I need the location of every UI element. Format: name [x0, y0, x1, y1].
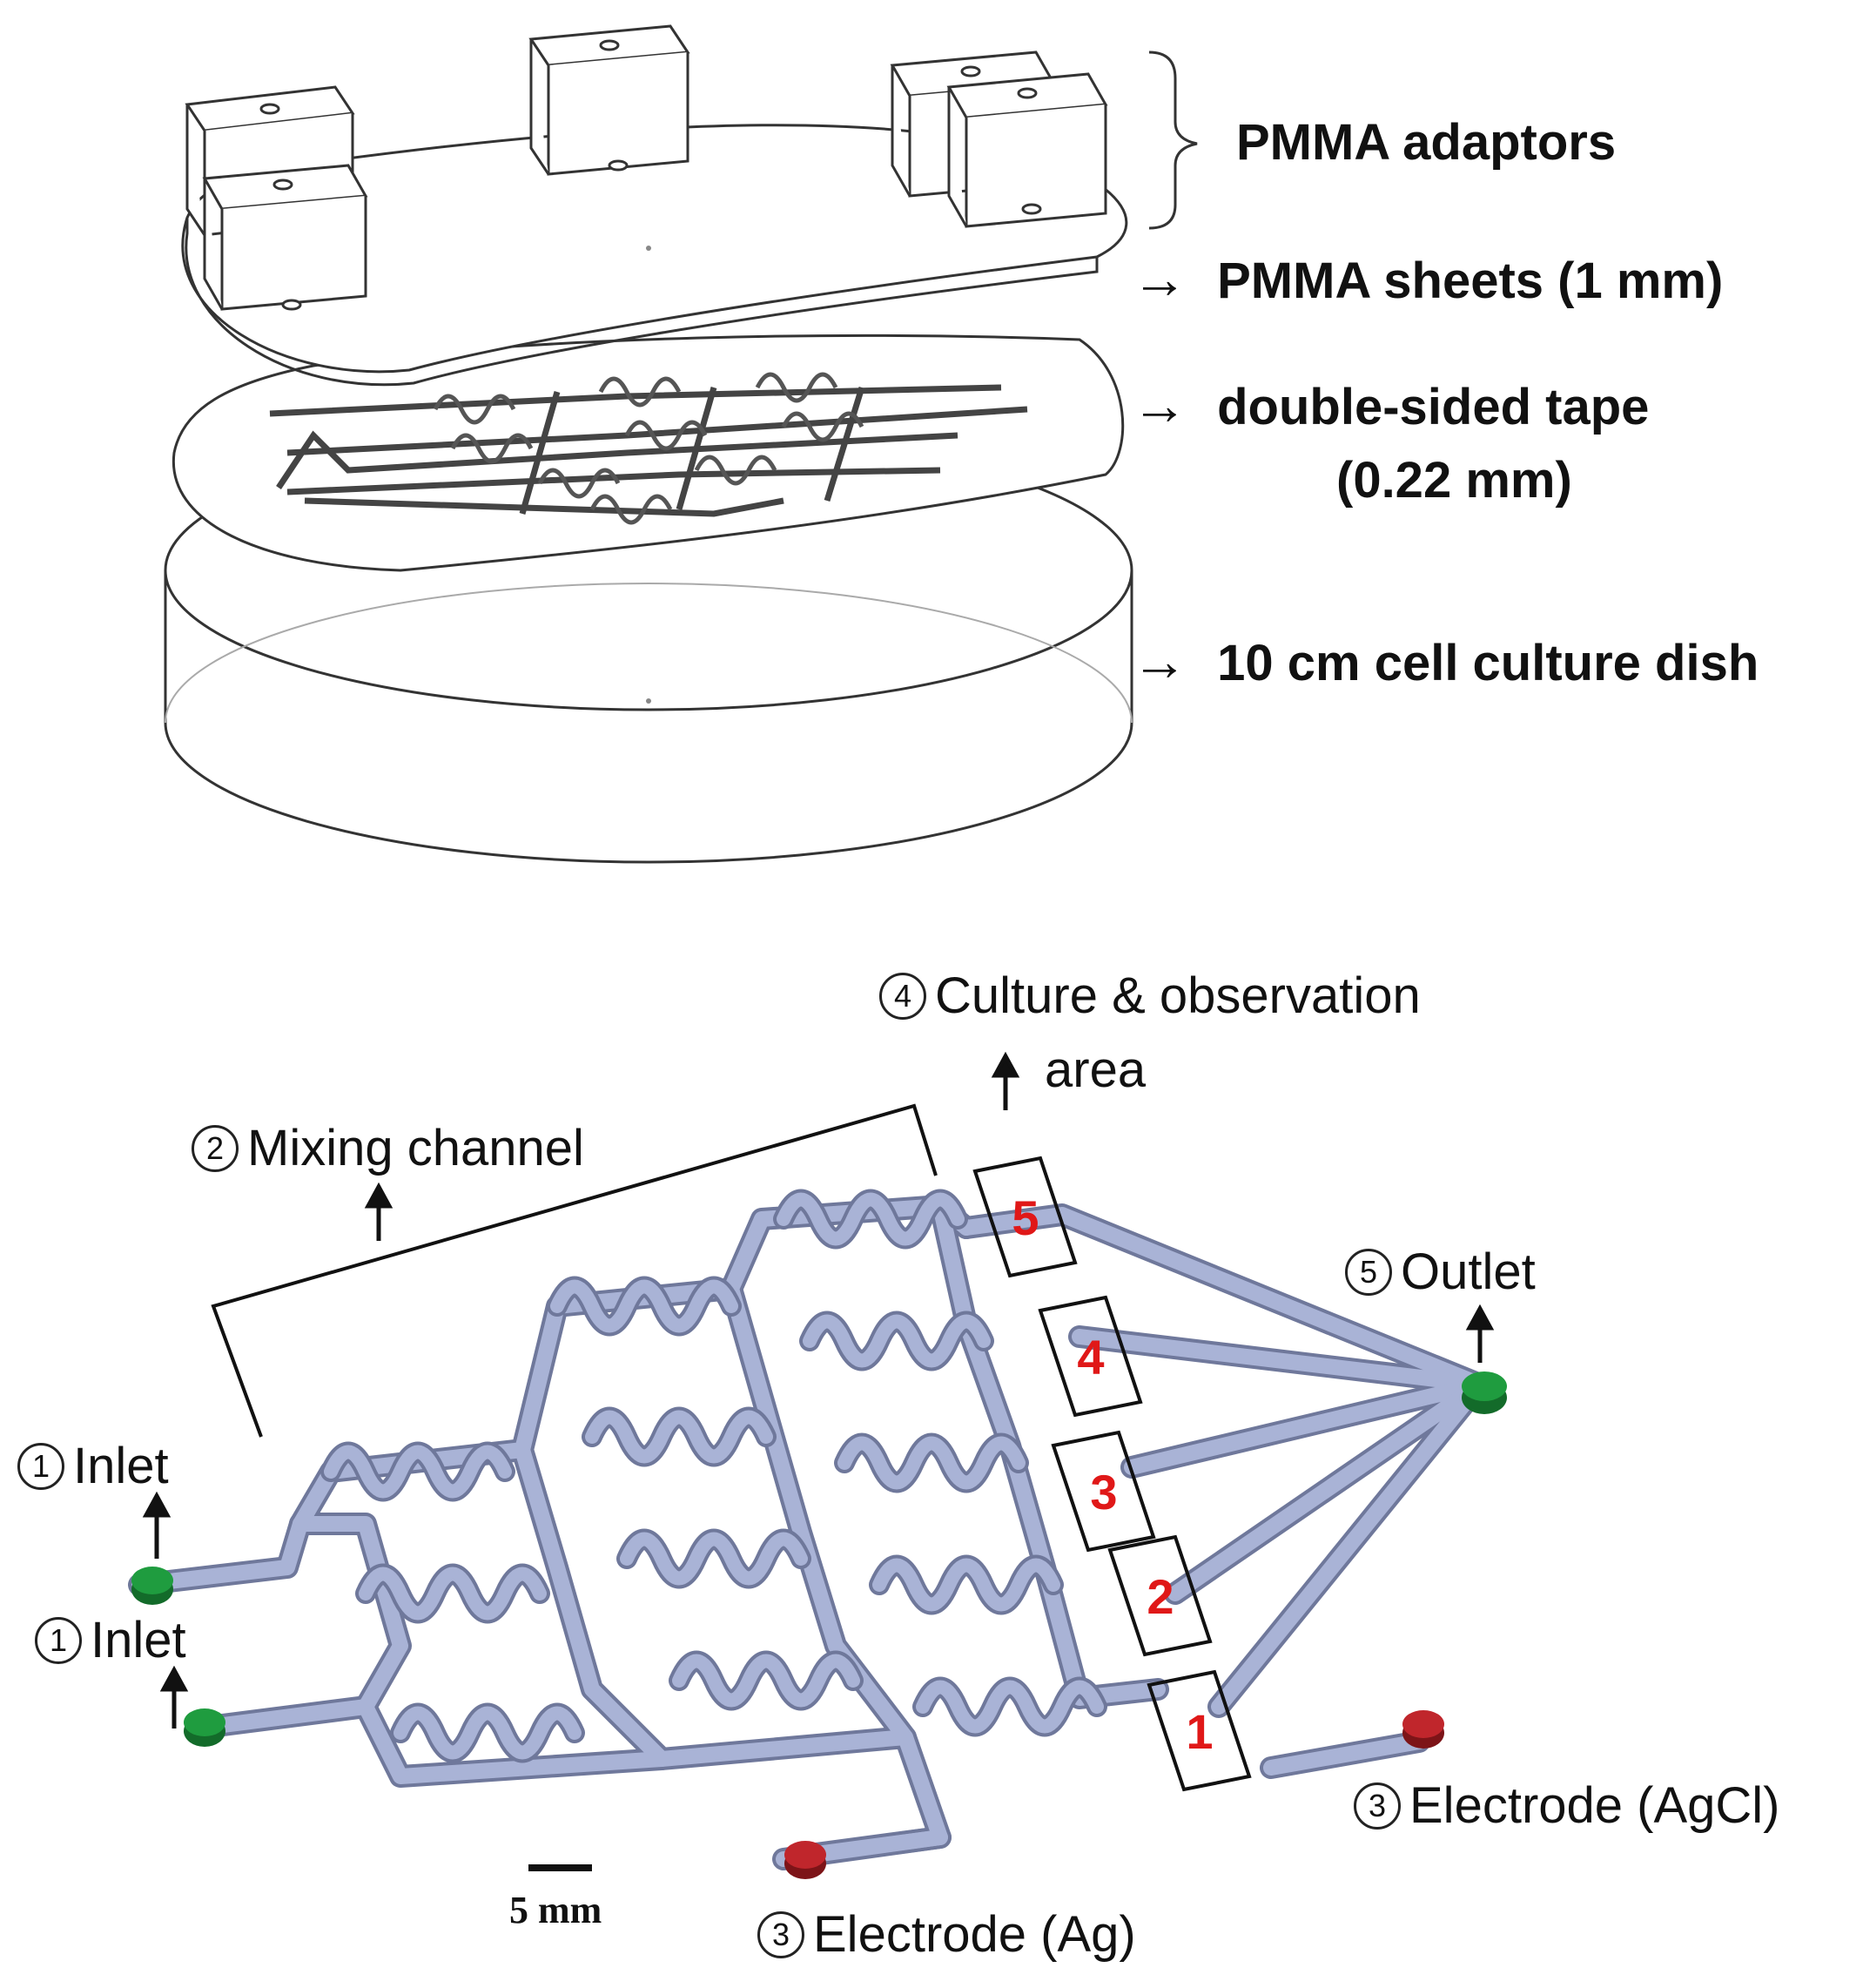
chamber-box	[972, 1156, 1078, 1278]
marker-circle: 3	[757, 1911, 804, 1958]
label-tape-thickness: (0.22 mm)	[1336, 452, 1572, 509]
inlet-port	[184, 1708, 225, 1747]
label-text: 10 cm cell culture dish	[1217, 635, 1759, 691]
marker-circle: 1	[35, 1616, 82, 1664]
label-text: Electrode (Ag)	[813, 1906, 1136, 1963]
chamber-number: 5	[1012, 1190, 1039, 1245]
adaptor-cube	[946, 72, 1108, 228]
adaptor-cube	[528, 24, 690, 176]
adaptors-brace	[1148, 51, 1198, 230]
label-text: double-sided tape	[1217, 379, 1650, 435]
chamber-numbers: 5 4 3 2 1	[1012, 1190, 1213, 1759]
pmma-sheet	[181, 124, 1128, 387]
chamber-number: 1	[1186, 1704, 1213, 1759]
label-double-sided-tape: → double-sided tape	[1132, 373, 1649, 437]
chamber-box	[1147, 1669, 1252, 1792]
label-culture-area-line2: area	[1045, 1041, 1147, 1098]
electrode-ag-port	[784, 1841, 826, 1879]
scale-bar-label: 5 mm	[509, 1889, 602, 1931]
label-text: Mixing channel	[247, 1120, 584, 1176]
electrode-agcl-port	[1402, 1710, 1444, 1749]
marker-circle: 4	[879, 972, 926, 1020]
label-pmma-adaptors: PMMA adaptors	[1236, 114, 1617, 171]
ports	[131, 1371, 1507, 1879]
marker-circle: 3	[1354, 1782, 1401, 1830]
arrow-icon: →	[1132, 630, 1187, 692]
chamber-box	[1038, 1295, 1143, 1418]
double-sided-tape	[172, 334, 1125, 572]
label-text: Culture & observation	[935, 967, 1421, 1024]
channel-network	[128, 1189, 1491, 1870]
label-text: Outlet	[1401, 1243, 1536, 1300]
chamber-number: 2	[1147, 1569, 1174, 1624]
pointer-arrows	[142, 1051, 1495, 1729]
chamber-box	[1051, 1430, 1156, 1553]
chamber-box	[1107, 1534, 1213, 1657]
marker-circle: 5	[1345, 1248, 1392, 1296]
label-culture-dish: → 10 cm cell culture dish	[1132, 629, 1759, 693]
marker-circle: 1	[17, 1442, 64, 1490]
label-text: PMMA sheets (1 mm)	[1217, 253, 1724, 309]
arrow-icon: →	[1132, 374, 1187, 436]
outlet-port	[1462, 1371, 1507, 1414]
pmma-adaptors	[185, 24, 1108, 311]
culture-chambers	[972, 1156, 1252, 1792]
chamber-number: 3	[1090, 1465, 1117, 1520]
label-pmma-sheets: → PMMA sheets (1 mm)	[1132, 246, 1723, 311]
label-text: Electrode (AgCl)	[1409, 1777, 1780, 1834]
mixing-bracket	[211, 1103, 938, 1438]
label-text: Inlet	[91, 1612, 186, 1668]
adaptor-cube	[202, 164, 368, 311]
label-text: Inlet	[73, 1438, 169, 1494]
inlet-port	[131, 1567, 173, 1605]
marker-circle: 2	[192, 1124, 239, 1172]
arrow-icon: →	[1132, 247, 1187, 310]
exploded-view	[164, 24, 1198, 864]
chamber-number: 4	[1077, 1330, 1104, 1385]
chip-view: 5 4 3 2 1	[128, 1051, 1507, 1879]
